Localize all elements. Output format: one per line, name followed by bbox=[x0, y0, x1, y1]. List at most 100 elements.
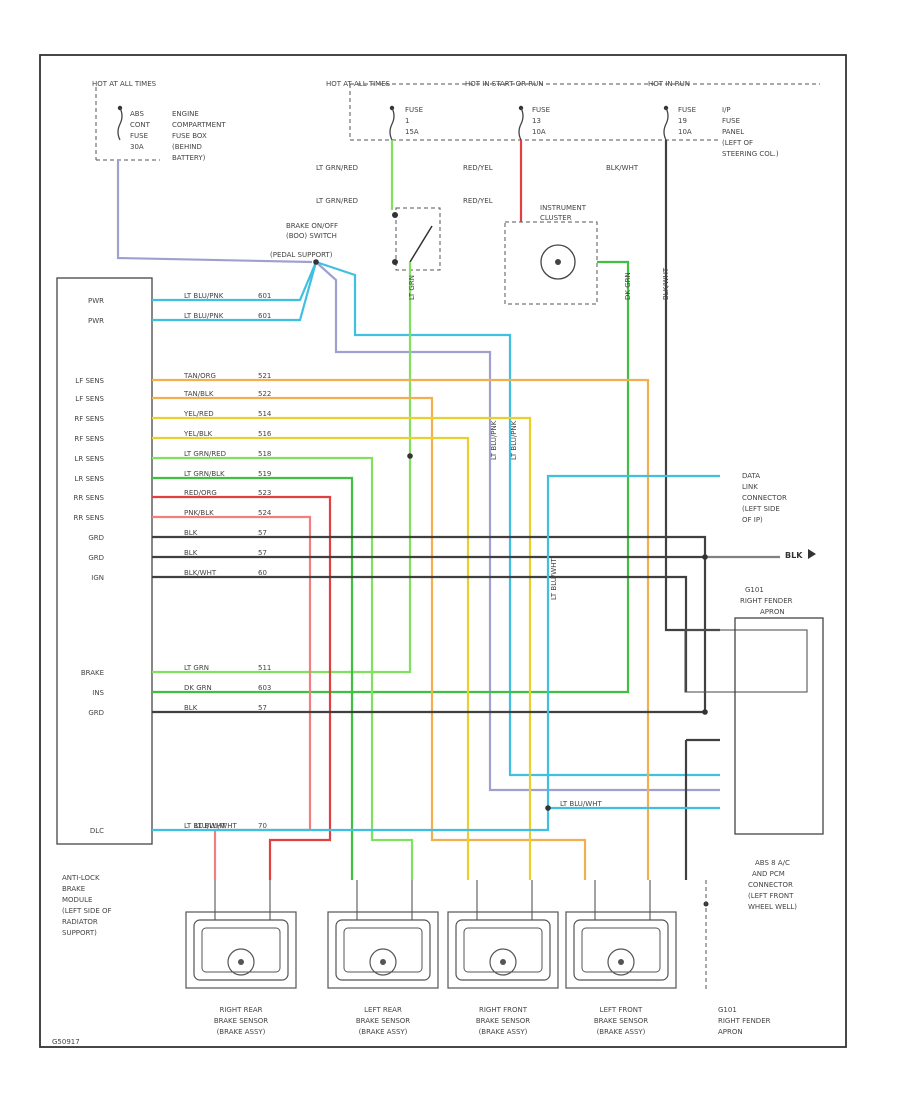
sensor-sub: BRAKE SENSOR bbox=[214, 1017, 268, 1025]
sensor-loc: (BRAKE ASSY) bbox=[359, 1028, 408, 1036]
wire-label: YEL/BLK bbox=[183, 430, 213, 438]
module-label-6: SUPPORT) bbox=[62, 929, 97, 937]
wire-number: 57 bbox=[258, 704, 267, 712]
wire-rf-2 bbox=[152, 436, 470, 880]
g101-bottom-2: RIGHT FENDER bbox=[718, 1017, 771, 1025]
wire-ign bbox=[152, 575, 688, 692]
g101-top-2: RIGHT FENDER bbox=[740, 597, 793, 605]
pin-label: LF SENS bbox=[75, 395, 104, 403]
fusebox-line4: (BEHIND bbox=[172, 143, 202, 151]
wire-label: LT GRN/RED bbox=[184, 450, 226, 458]
wire-number: 518 bbox=[258, 450, 271, 458]
fuse1-line1: FUSE bbox=[405, 106, 423, 114]
instrument-cluster: INSTRUMENT CLUSTER bbox=[504, 204, 598, 305]
fuse13-line3: 10A bbox=[532, 128, 546, 136]
dlc-line2: LINK bbox=[742, 483, 758, 491]
wire-label: BLK bbox=[184, 529, 198, 537]
hot-label-4: HOT IN RUN bbox=[648, 80, 690, 88]
sensor-inner-2 bbox=[343, 927, 423, 973]
wire-label: DK GRN bbox=[184, 684, 212, 692]
splice-dot bbox=[407, 453, 413, 459]
wire-pwr-1 bbox=[152, 261, 318, 302]
wire-label: PNK/BLK bbox=[184, 509, 214, 517]
pin-label: LF SENS bbox=[75, 377, 104, 385]
fusebox-line5: BATTERY) bbox=[172, 154, 206, 162]
wire-lf-2 bbox=[152, 396, 587, 880]
module-label-3: MODULE bbox=[62, 896, 92, 904]
wire-number: 516 bbox=[258, 430, 272, 438]
sensor-loc: (BRAKE ASSY) bbox=[217, 1028, 266, 1036]
sensor-loc: (BRAKE ASSY) bbox=[479, 1028, 528, 1036]
sensor-inner bbox=[193, 919, 289, 981]
vertical-wire-label: LT BLU/WHT bbox=[550, 558, 558, 600]
wire-lr-2 bbox=[152, 476, 354, 880]
splice-dot bbox=[313, 259, 319, 265]
wire-boo-abs bbox=[315, 261, 720, 792]
wire-top-label-1: LT GRN/RED bbox=[316, 164, 358, 172]
fuse1-line3: 15A bbox=[405, 128, 419, 136]
splice-dot bbox=[702, 709, 708, 715]
wire-number: 522 bbox=[258, 390, 271, 398]
blk-label: BLK bbox=[785, 551, 803, 560]
vertical-wire-label: LT BLU/PNK bbox=[490, 420, 498, 460]
abs-conn-4: (LEFT FRONT bbox=[748, 892, 794, 900]
sensor-name: LEFT FRONT bbox=[600, 1006, 643, 1014]
pin-label: RF SENS bbox=[74, 415, 104, 423]
fuse19-line2: 19 bbox=[678, 117, 687, 125]
module-label: ANTI-LOCK BRAKE MODULE (LEFT SIDE OF RAD… bbox=[62, 874, 112, 937]
wire-number: 519 bbox=[258, 470, 271, 478]
ipfuse-line4: (LEFT OF bbox=[722, 139, 753, 147]
sensor-box bbox=[185, 911, 297, 989]
wire-label: LT GRN/BLK bbox=[184, 470, 225, 478]
ipfuse-line5: STEERING COL.) bbox=[722, 150, 779, 158]
outer-border bbox=[39, 54, 847, 1048]
fuse19-line1: FUSE bbox=[678, 106, 696, 114]
wire-lf-1 bbox=[152, 378, 650, 880]
wire-number: 514 bbox=[258, 410, 272, 418]
g101-top-3: APRON bbox=[760, 608, 785, 616]
fuse-abs-line1: ABS bbox=[130, 110, 144, 118]
wire-number: 601 bbox=[258, 312, 271, 320]
sensor-inner bbox=[335, 919, 431, 981]
brake-switch-line2: (BOO) SWITCH bbox=[286, 232, 337, 240]
cluster-line1: INSTRUMENT bbox=[540, 204, 587, 212]
module-label-1: ANTI-LOCK bbox=[62, 874, 100, 882]
sensor-box bbox=[327, 911, 439, 989]
pin-label: LR SENS bbox=[74, 455, 104, 463]
wire-label: LT BLU/WHT bbox=[184, 822, 226, 830]
wire-label: BLK bbox=[184, 704, 198, 712]
g101-bottom-3: APRON bbox=[718, 1028, 743, 1036]
sensor-inner bbox=[573, 919, 669, 981]
wires bbox=[116, 140, 780, 880]
sensor-coil-icon bbox=[607, 948, 635, 976]
wire-number: 521 bbox=[258, 372, 271, 380]
sensor-box bbox=[565, 911, 677, 989]
sensor-center bbox=[380, 959, 386, 965]
wire-label: LT GRN bbox=[184, 664, 209, 672]
wire-top-label-4: RED/YEL bbox=[463, 197, 493, 205]
module-label-5: RADIATOR bbox=[62, 918, 98, 926]
pin-label: RR SENS bbox=[74, 494, 105, 502]
abs-conn-2: AND PCM bbox=[752, 870, 785, 878]
wire-number: 57 bbox=[258, 549, 267, 557]
dlc-line5: OF IP) bbox=[742, 516, 763, 524]
wire-top-label-5: BLK/WHT bbox=[606, 164, 639, 172]
cluster-line2: CLUSTER bbox=[540, 214, 572, 222]
fuse-abs-line2: CONT bbox=[130, 121, 151, 129]
splice-dot bbox=[702, 554, 708, 560]
abs-conn-1: ABS 8 A/C bbox=[755, 859, 790, 867]
wire-number: 603 bbox=[258, 684, 271, 692]
sensor-loc: (BRAKE ASSY) bbox=[597, 1028, 646, 1036]
pin-label: PWR bbox=[88, 297, 104, 305]
pin-label: RR SENS bbox=[74, 514, 105, 522]
pin-label: DLC bbox=[90, 827, 104, 835]
vertical-wire-label: DK GRN bbox=[624, 272, 632, 300]
sensor-coil-icon bbox=[489, 948, 517, 976]
wire-lr-1 bbox=[152, 456, 414, 880]
brake-switch: BRAKE ON/OFF (BOO) SWITCH (PEDAL SUPPORT… bbox=[270, 207, 441, 271]
right-connectors: G101 RIGHT FENDER APRON DATA LINK CONNEC… bbox=[684, 472, 824, 1036]
pin-label: IGN bbox=[91, 574, 104, 582]
